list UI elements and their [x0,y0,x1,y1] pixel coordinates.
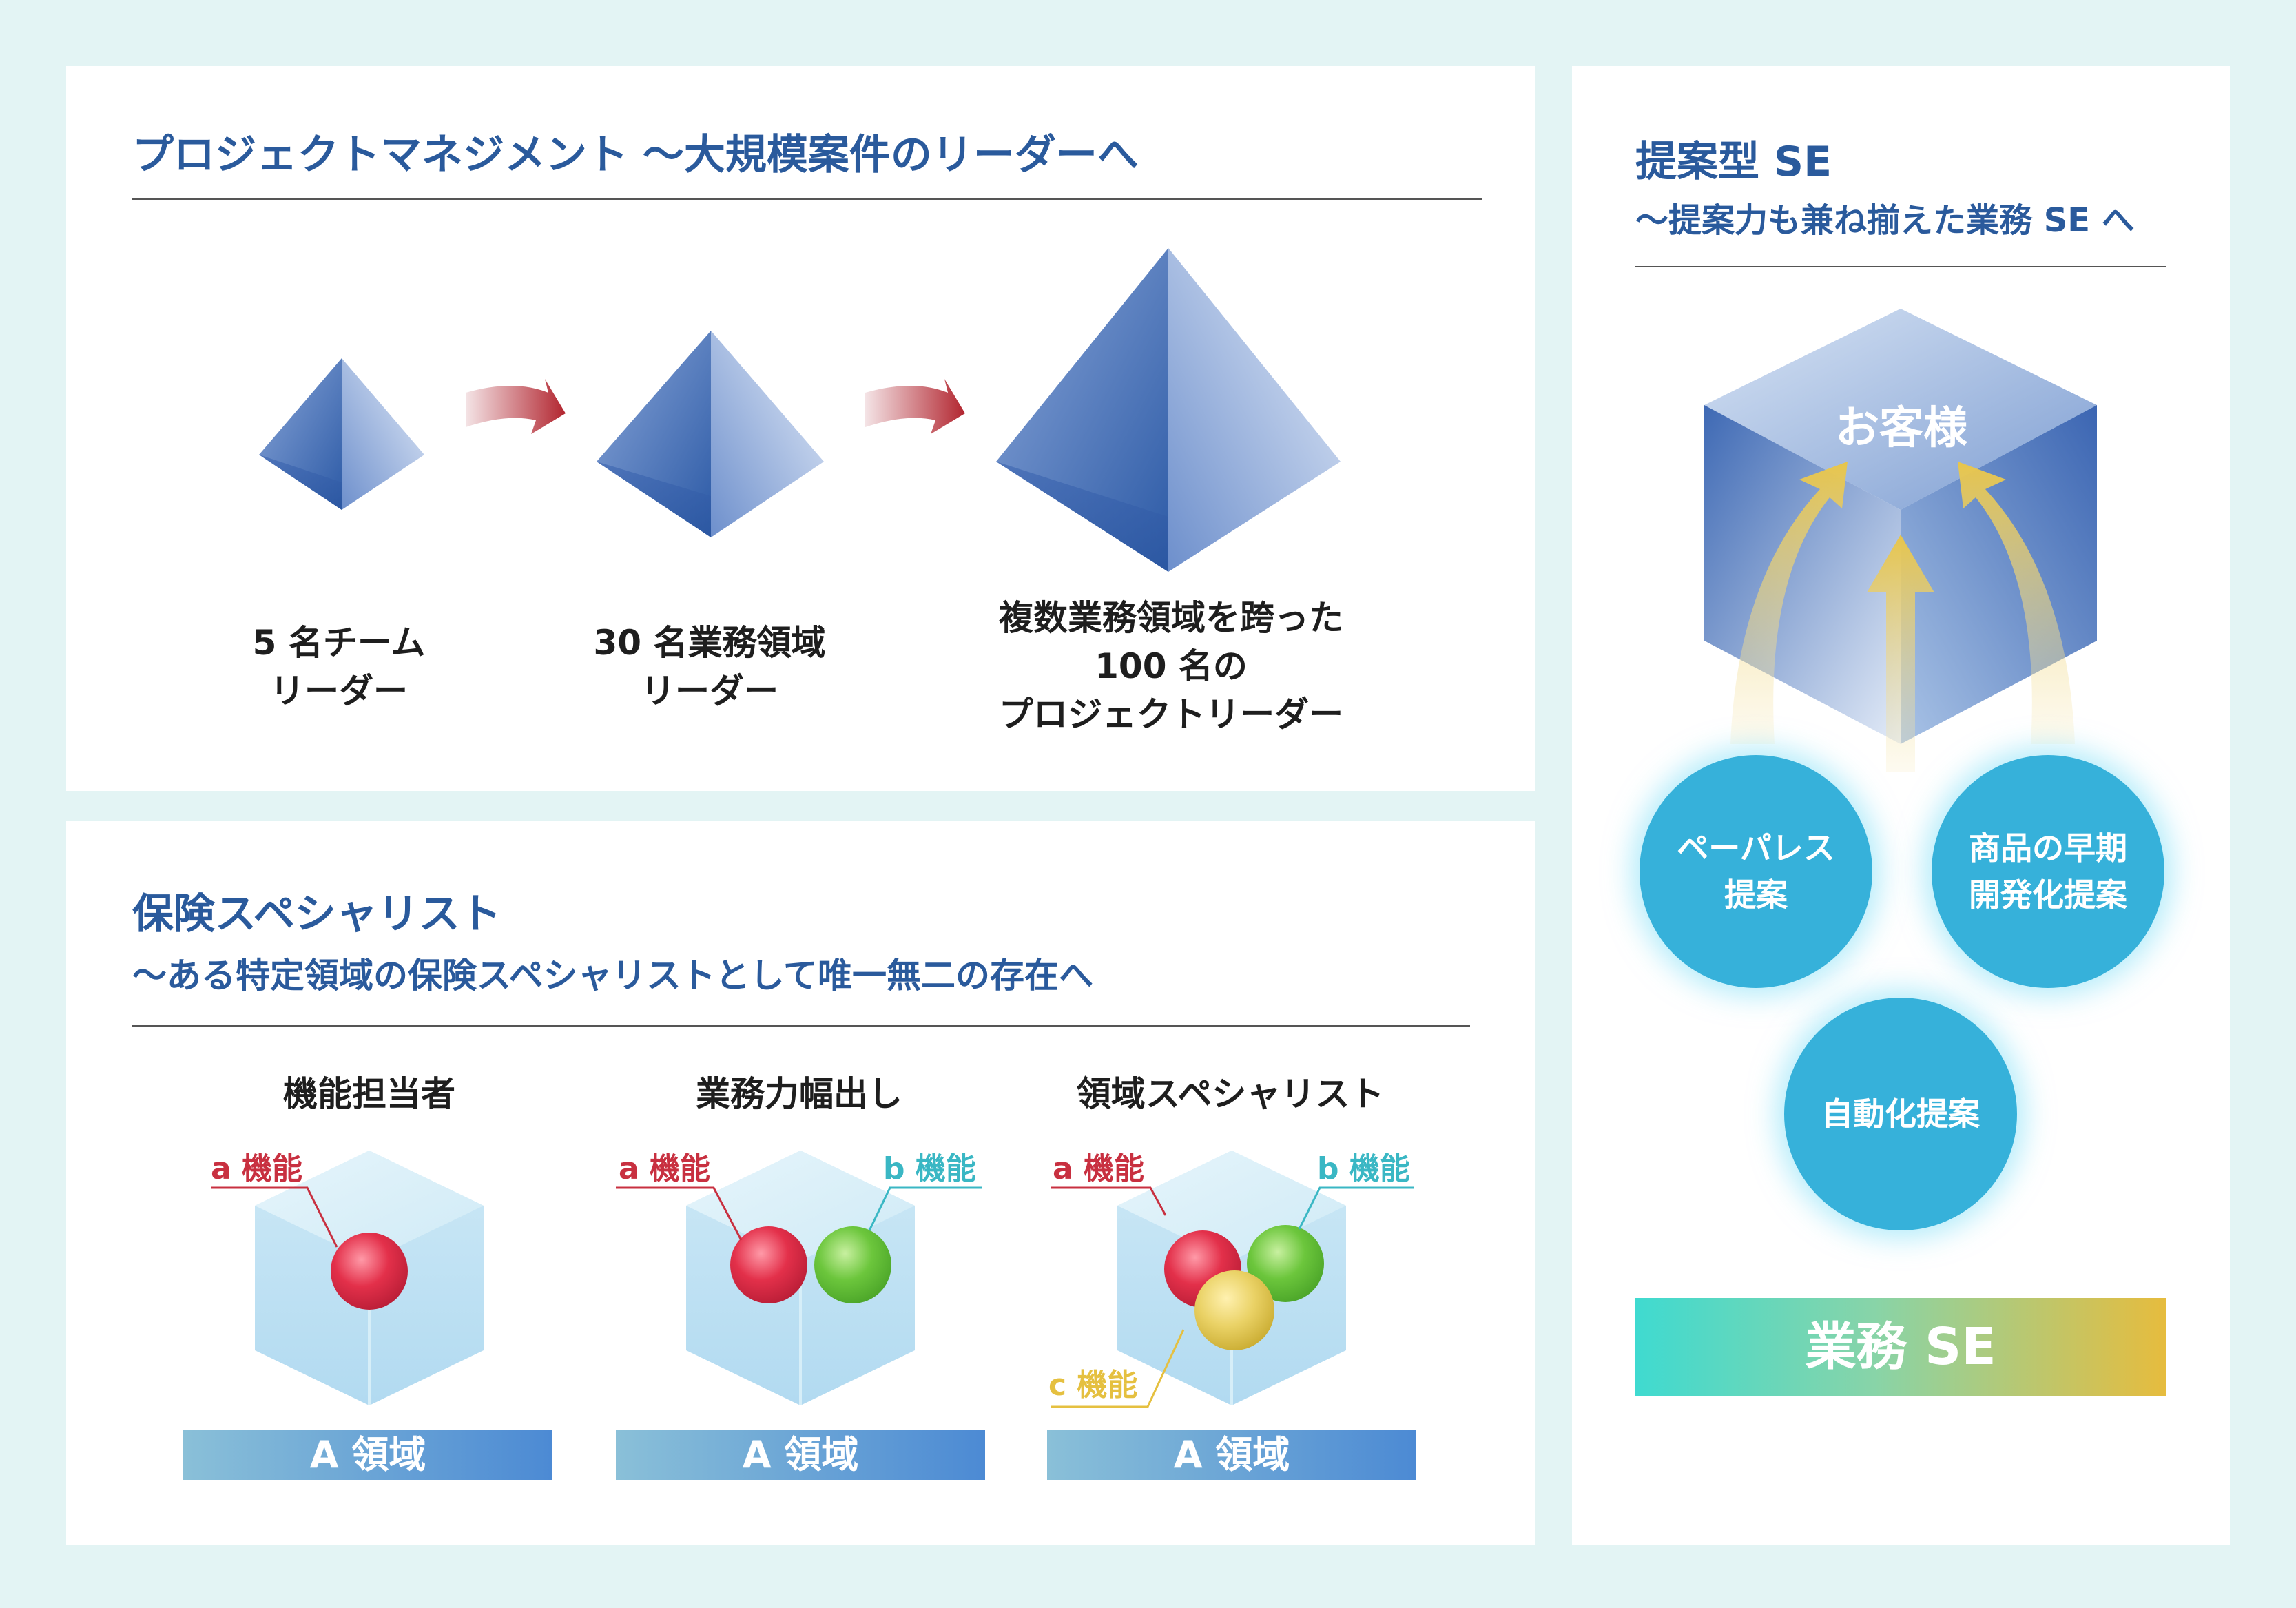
col-2-domain-bar: A 領域 [616,1430,985,1480]
pyramid-medium [597,331,824,537]
stage-2-line2: リーダー [641,671,778,711]
se-title: 提案型 SE [1635,138,1832,186]
col-3-a-label: a 機能 [1053,1151,1145,1186]
arrow-right-icon [1958,462,2075,744]
stage-1-line1: 5 名チーム [252,623,426,663]
pm-pyramids-diagram [259,248,1341,572]
early-dev-line2: 開発化提案 [1969,876,2127,914]
ins-title: 保険スペシャリスト [132,890,501,938]
customer-cube-diagram [1704,309,2097,772]
col-3-heading: 領域スペシャリスト [1076,1074,1385,1114]
customer-label: お客様 [1835,403,1967,454]
col-1-domain-bar: A 領域 [183,1430,552,1480]
stage-3-line3: プロジェクトリーダー [999,694,1343,734]
leader-a-1 [211,1186,338,1248]
leader-a-2 [616,1186,743,1241]
cube-top-face [1704,309,2097,510]
stage-1-caption: 5 名チーム リーダー [201,619,477,715]
leader-a-3 [1051,1186,1167,1216]
ball-c-3 [1194,1270,1274,1350]
ball-b-2 [814,1226,891,1303]
leader-c-3 [1051,1329,1185,1408]
col-2-a-label: a 機能 [619,1151,711,1186]
col-1-heading: 機能担当者 [283,1074,455,1114]
early-development-proposal-circle: 商品の早期 開発化提案 [1932,755,2164,988]
arrow-2-icon [865,379,965,434]
stage-1-line2: リーダー [270,671,408,711]
ball-a-2 [730,1226,807,1303]
paperless-line1: ペーパレス [1677,829,1835,867]
paperless-proposal-circle: ペーパレス 提案 [1640,755,1872,988]
arrow-left-icon [1730,462,1848,744]
paperless-line2: 提案 [1724,876,1788,914]
se-divider [1635,266,2166,267]
stage-3-line1: 複数業務領域を跨った [999,598,1343,638]
pm-divider [132,198,1482,200]
automation-line1: 自動化提案 [1821,1095,1980,1133]
ins-divider [132,1025,1470,1027]
col-3-b-label: b 機能 [1317,1151,1410,1186]
col-3-domain-bar: A 領域 [1047,1430,1416,1480]
col-1-a-label: a 機能 [211,1151,303,1186]
ins-subtitle: 〜ある特定領域の保険スペシャリストとして唯一無二の存在へ [132,956,1093,996]
business-se-bar: 業務 SE [1635,1298,2166,1396]
col-2-b-label: b 機能 [883,1151,976,1186]
stage-3-line2: 100 名の [1095,646,1248,686]
arrow-center-icon [1867,535,1934,772]
stage-2-caption: 30 名業務領域 リーダー [551,619,868,715]
se-subtitle: 〜提案力も兼ね揃えた業務 SE へ [1635,201,2135,240]
insurance-cubes-diagram [211,1151,1414,1408]
col-2-heading: 業務力幅出し [696,1074,902,1114]
arrow-1-icon [466,379,566,434]
automation-proposal-circle: 自動化提案 [1784,998,2017,1230]
leader-b-2 [868,1186,982,1231]
early-dev-line1: 商品の早期 [1969,829,2127,867]
pyramid-large [996,248,1341,572]
col-3-c-label: c 機能 [1048,1368,1138,1403]
stage-3-caption: 複数業務領域を跨った 100 名の プロジェクトリーダー [944,594,1398,739]
ball-a-1 [331,1233,408,1310]
stage-2-line1: 30 名業務領域 [593,623,826,663]
pm-title: プロジェクトマネジメント 〜大規模案件のリーダーへ [132,131,1139,179]
leader-b-3 [1298,1186,1414,1230]
pyramid-small [259,358,424,510]
ball-b-3 [1247,1225,1324,1302]
